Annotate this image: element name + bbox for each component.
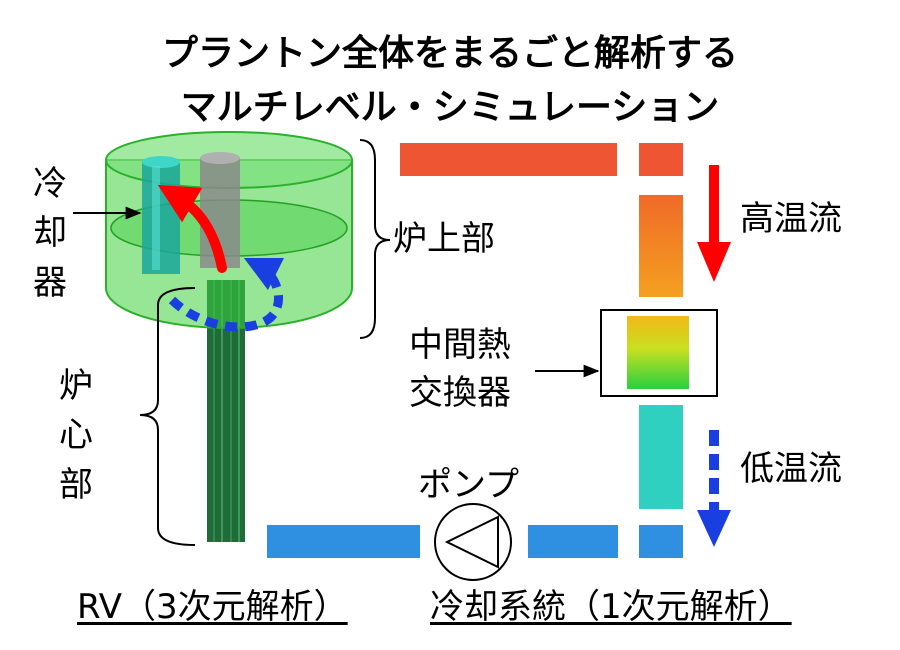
upper-plenum-brace [359, 139, 391, 339]
cooler-cylinder [142, 156, 180, 274]
hot-flow-arrow [697, 165, 731, 282]
cold-pipe-down [639, 405, 683, 509]
hot-pipe-horizontal [400, 143, 617, 176]
vessel-cold-flow-arrow [168, 257, 285, 332]
rv-label: RV（3次元解析） [77, 587, 348, 627]
cold-pipe-mid [528, 525, 618, 558]
vessel-hot-flow-arrow [157, 184, 227, 273]
title-line-1: プラントン全体をまるごと解析する [161, 33, 738, 74]
cold-flow-label: 低温流 [740, 449, 842, 489]
hot-pipe-corner [639, 143, 683, 176]
pump-symbol[interactable] [434, 503, 512, 581]
cold-pipe-corner [639, 525, 683, 558]
upper-plenum-label: 炉上部 [393, 219, 495, 259]
ihx-core [627, 316, 689, 389]
cooling-system-label: 冷却系統（1次元解析） [430, 587, 792, 627]
hot-pipe-down [639, 195, 683, 297]
core-brace [139, 287, 196, 546]
cooler-label: 冷却器 [33, 164, 67, 303]
title-line-2: マルチレベル・シミュレーション [180, 87, 720, 128]
pump-label: ポンプ [418, 465, 519, 505]
cold-flow-arrow [697, 430, 731, 547]
core-label: 炉心部 [59, 366, 93, 505]
hot-flow-label: 高温流 [740, 199, 842, 239]
cold-pipe-left [267, 525, 420, 558]
ihx-label-line-2: 交換器 [409, 373, 511, 413]
ihx-label-line-1: 中間熱 [409, 325, 511, 365]
reactor-vessel [105, 131, 353, 542]
